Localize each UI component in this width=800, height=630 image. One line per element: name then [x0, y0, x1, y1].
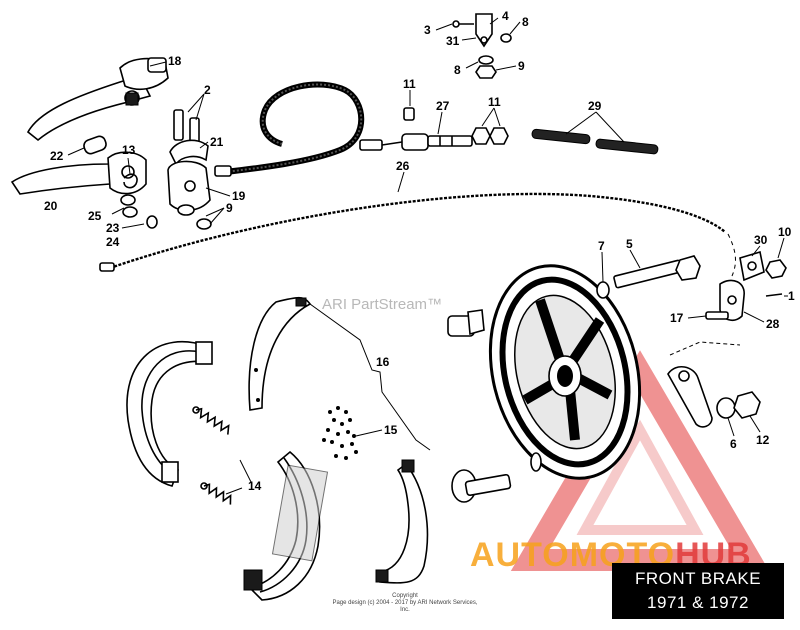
callout-8a: 8 [522, 15, 529, 29]
brake-lever-upper [26, 57, 169, 142]
pivot-pin [83, 135, 107, 155]
brake-cable-coiled [214, 81, 403, 177]
diagram-title: FRONT BRAKE [634, 569, 762, 588]
cable-end-ferrule [99, 262, 115, 272]
diagram-title-box: FRONT BRAKE 1971 & 1972 [612, 563, 784, 619]
callout-17: 17 [670, 311, 684, 325]
callout-31: 31 [446, 34, 460, 48]
copyright-line-2: Page design (c) 2004 - 2017 by ARI Netwo… [332, 600, 478, 613]
handlebar-clamp [167, 139, 212, 230]
callout-22: 22 [50, 149, 64, 163]
brake-cam-lever [667, 366, 761, 428]
callout-11b: 11 [488, 95, 501, 109]
callout-30: 30 [754, 233, 768, 247]
brake-lever-lower [10, 151, 147, 195]
callout-20: 20 [44, 199, 58, 213]
brake-cable-long [109, 192, 726, 270]
callout-14: 14 [248, 479, 262, 493]
brake-shoe-right [243, 450, 329, 601]
brake-cam [451, 452, 542, 503]
copyright-line-1: Copyright [392, 593, 418, 599]
brake-lining-lower [375, 459, 429, 584]
callout-5: 5 [626, 237, 633, 251]
cable-connection-line [727, 233, 736, 277]
diagram-years: 1971 & 1972 [647, 593, 749, 612]
callout-9b: 9 [226, 201, 233, 215]
callout-24: 24 [106, 235, 120, 249]
washers-and-bolt [120, 194, 158, 229]
callout-12: 12 [756, 433, 770, 447]
callout-10: 10 [778, 225, 792, 239]
cable-bracket [452, 13, 512, 79]
callout-8b: 8 [454, 63, 461, 77]
callout-11a: 11 [403, 77, 416, 91]
retaining-clip [123, 173, 138, 189]
callout-21: 21 [210, 135, 224, 149]
callout-1: 1 [788, 289, 795, 303]
lining-set-bracket [309, 303, 431, 451]
callout-29: 29 [588, 99, 602, 113]
adjuster-nuts [403, 107, 509, 145]
brake-backing-plate [488, 264, 642, 480]
fulcrum-stud [447, 309, 485, 337]
callout-16: 16 [376, 355, 390, 369]
return-springs [192, 406, 232, 505]
callout-18: 18 [168, 54, 182, 68]
callout-4: 4 [502, 9, 509, 23]
leader-lines [67, 17, 788, 495]
callout-25: 25 [88, 209, 102, 223]
callout-3: 3 [424, 23, 431, 37]
brake-lining-upper [248, 296, 312, 411]
callout-23: 23 [106, 221, 120, 235]
callout-26: 26 [396, 159, 410, 173]
cam-lever-assembly [705, 250, 787, 322]
anchor-bolt [596, 255, 701, 299]
callout-15: 15 [384, 423, 398, 437]
lining-rivets [322, 406, 358, 460]
callout-9a: 9 [518, 59, 525, 73]
cable-sleeves [531, 128, 659, 155]
callout-13: 13 [122, 143, 136, 157]
callout-7: 7 [598, 239, 605, 253]
callout-28: 28 [766, 317, 780, 331]
callout-27: 27 [436, 99, 450, 113]
brake-shoe-left [126, 341, 213, 487]
cam-connection-line [669, 341, 741, 356]
callout-2: 2 [204, 83, 211, 97]
cable-adjuster [401, 133, 473, 151]
callout-19: 19 [232, 189, 246, 203]
callout-6: 6 [730, 437, 737, 451]
ari-partstream-watermark: ARI PartStream™ [322, 296, 443, 313]
callout-labels: 18 2 21 22 13 19 9 20 25 23 24 3 4 8 31 … [44, 9, 795, 493]
copyright-notice: Copyright Page design (c) 2004 - 2017 by… [330, 593, 480, 614]
